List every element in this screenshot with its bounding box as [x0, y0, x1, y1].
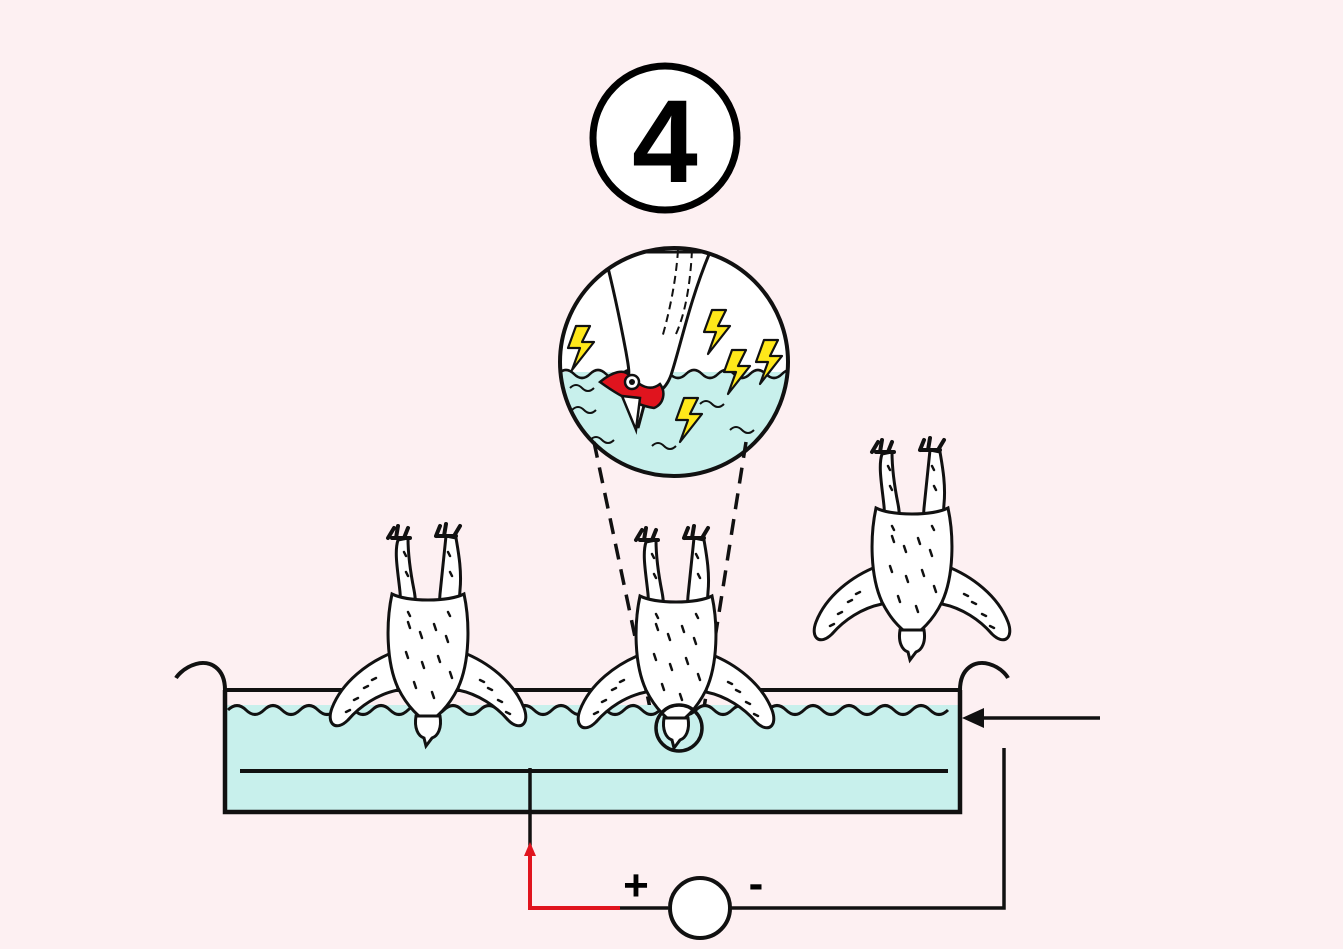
zoom-guide-lines [592, 441, 748, 709]
positive-wire [524, 842, 620, 910]
zoom-inset [558, 246, 790, 478]
focus-circle [654, 703, 704, 753]
step-number: 4 [632, 76, 698, 208]
negative-terminal-label: - [749, 859, 764, 908]
electrical-circuit: + - [524, 748, 1006, 940]
conveyor-direction-arrow-icon [962, 708, 1100, 728]
ac-power-source-icon [668, 876, 732, 940]
positive-terminal-label: + [623, 861, 649, 910]
shackled-chicken-icon [328, 436, 1012, 750]
water-bath [174, 661, 1010, 815]
step-badge: 4 [589, 62, 741, 214]
